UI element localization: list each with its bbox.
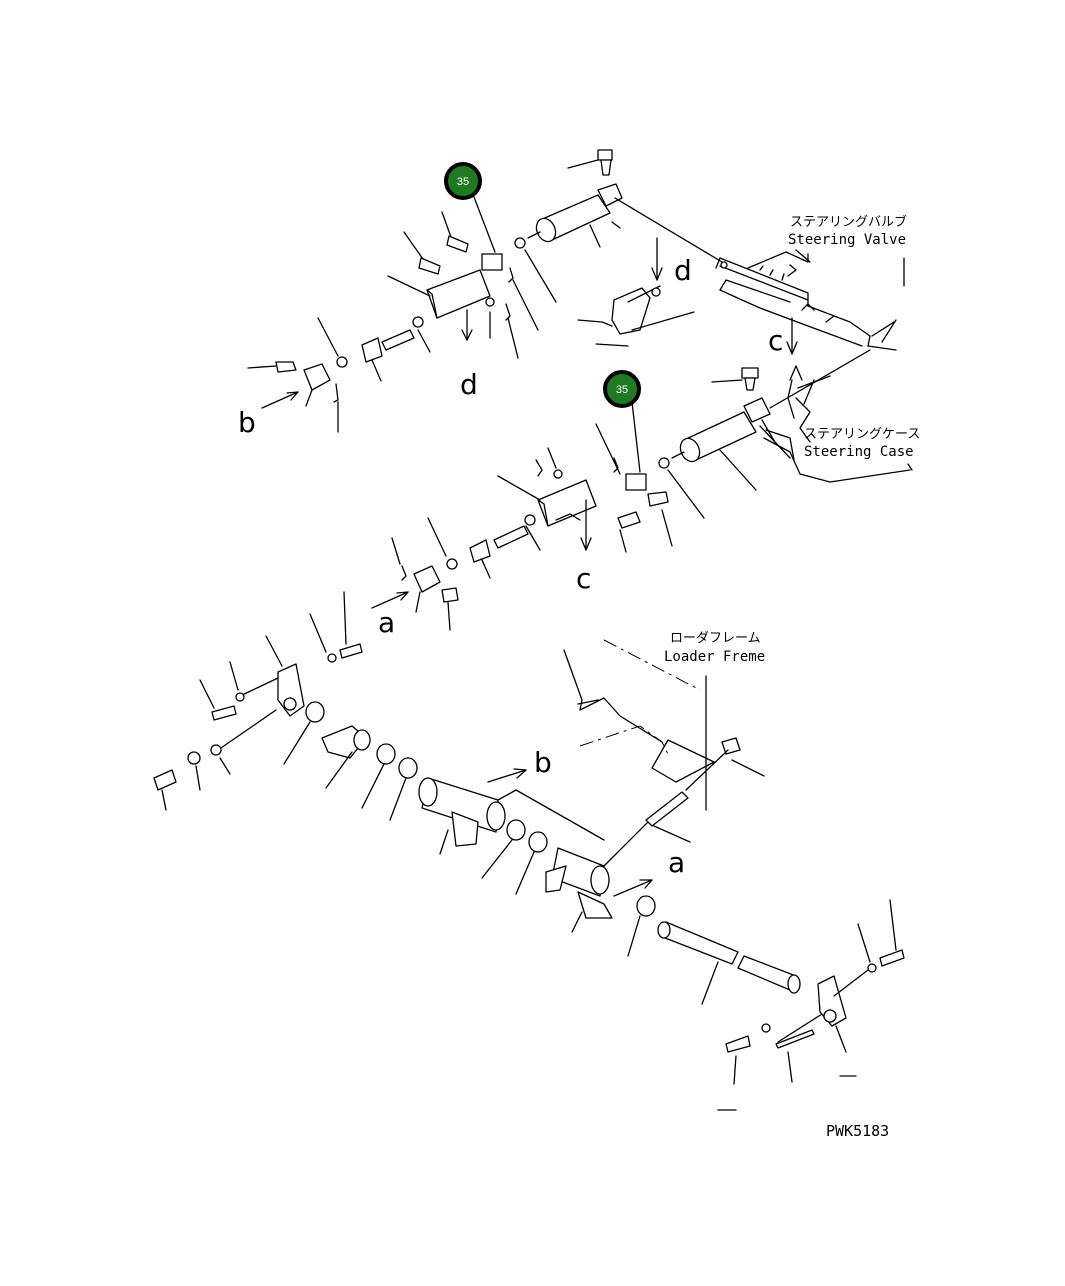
lower-shaft-assembly: [153, 591, 801, 1005]
steering-valve-label-jp: ステアリングバルブ: [790, 214, 907, 230]
steering-valve-label-en: Steering Valve: [788, 232, 906, 248]
drawing-number: PWK5183: [826, 1122, 889, 1140]
upper-linkage-assembly: [247, 149, 723, 433]
ref-letter-d: d: [460, 368, 478, 401]
middle-linkage-assembly: [371, 349, 871, 631]
right-lever-assembly: [717, 899, 905, 1111]
steering-case-label-jp: ステアリングケース: [804, 427, 920, 442]
detail-d: [577, 237, 695, 347]
ref-letter-b: b: [534, 746, 552, 779]
ref-letter-c: c: [768, 324, 783, 357]
ref-letter-b: b: [238, 406, 256, 439]
callout-badge[interactable]: 35: [444, 162, 482, 200]
callout-number: 35: [457, 176, 469, 188]
steering-case-label-en: Steering Case: [804, 444, 914, 460]
steering-valve: [715, 249, 905, 355]
ref-letter-a: a: [668, 846, 685, 879]
callout-number: 35: [616, 384, 628, 396]
callout-badge[interactable]: 35: [603, 370, 641, 408]
ref-letter-d: d: [674, 254, 692, 287]
loader-frame-label-jp: ローダフレーム: [670, 631, 761, 646]
loader-frame: [563, 639, 715, 811]
ref-letter-c: c: [576, 562, 591, 595]
ref-letter-a: a: [378, 606, 395, 639]
steering-case: [763, 365, 913, 483]
loader-frame-label-en: Loader Freme: [664, 649, 765, 665]
